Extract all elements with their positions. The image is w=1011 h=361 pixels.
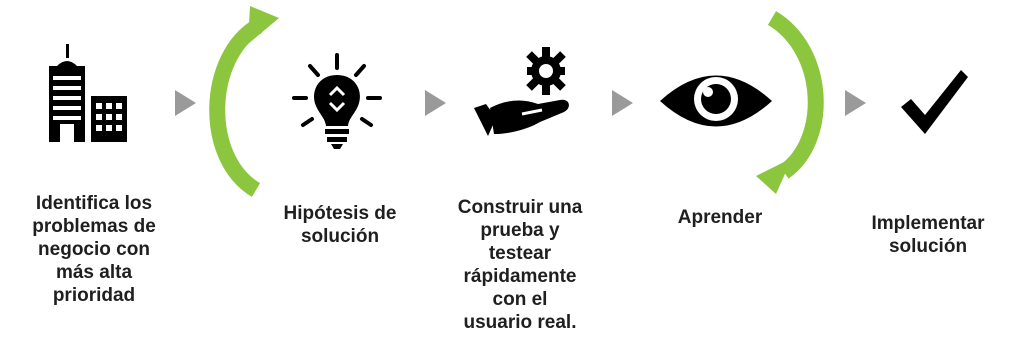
label-line: problemas de bbox=[32, 216, 156, 237]
step-label-learn: Aprender bbox=[660, 206, 780, 229]
label-line: con el bbox=[492, 289, 548, 310]
hand-gear-icon bbox=[474, 47, 569, 136]
checkmark-icon bbox=[901, 70, 968, 134]
step-label-identify: Identifica los problemas de negocio con … bbox=[10, 192, 178, 307]
eye-icon bbox=[660, 75, 772, 127]
step-label-build-test: Construir una prueba y testear rápidamen… bbox=[436, 196, 604, 334]
green-curved-arrow-icon bbox=[209, 6, 279, 197]
chevron-right-icon bbox=[612, 90, 633, 116]
label-line: más alta bbox=[55, 262, 133, 283]
step-label-implement: Implementar solución bbox=[858, 212, 998, 258]
lightbulb-idea-icon bbox=[292, 53, 382, 149]
step-label-hypothesis: Hipótesis de solución bbox=[268, 202, 412, 248]
label-line: solución bbox=[300, 226, 380, 247]
label-line: Identifica los bbox=[35, 193, 153, 214]
label-line: prueba y bbox=[480, 220, 560, 241]
label-line: Implementar bbox=[871, 213, 985, 234]
chevron-right-icon bbox=[425, 90, 446, 116]
label-line: testear bbox=[488, 243, 552, 264]
label-line: prioridad bbox=[52, 285, 136, 306]
label-line: negocio con bbox=[38, 239, 150, 260]
chevron-right-icon bbox=[845, 90, 866, 116]
label-line: solución bbox=[888, 236, 968, 257]
label-line: Hipótesis de bbox=[283, 203, 397, 224]
label-line: Construir una bbox=[457, 197, 583, 218]
label-line: rápidamente bbox=[463, 266, 577, 287]
green-curved-arrow-icon bbox=[756, 11, 824, 194]
label-line: usuario real. bbox=[463, 312, 577, 333]
label-line: Aprender bbox=[677, 207, 763, 228]
chevron-right-icon bbox=[175, 90, 196, 116]
city-buildings-icon bbox=[49, 44, 127, 142]
